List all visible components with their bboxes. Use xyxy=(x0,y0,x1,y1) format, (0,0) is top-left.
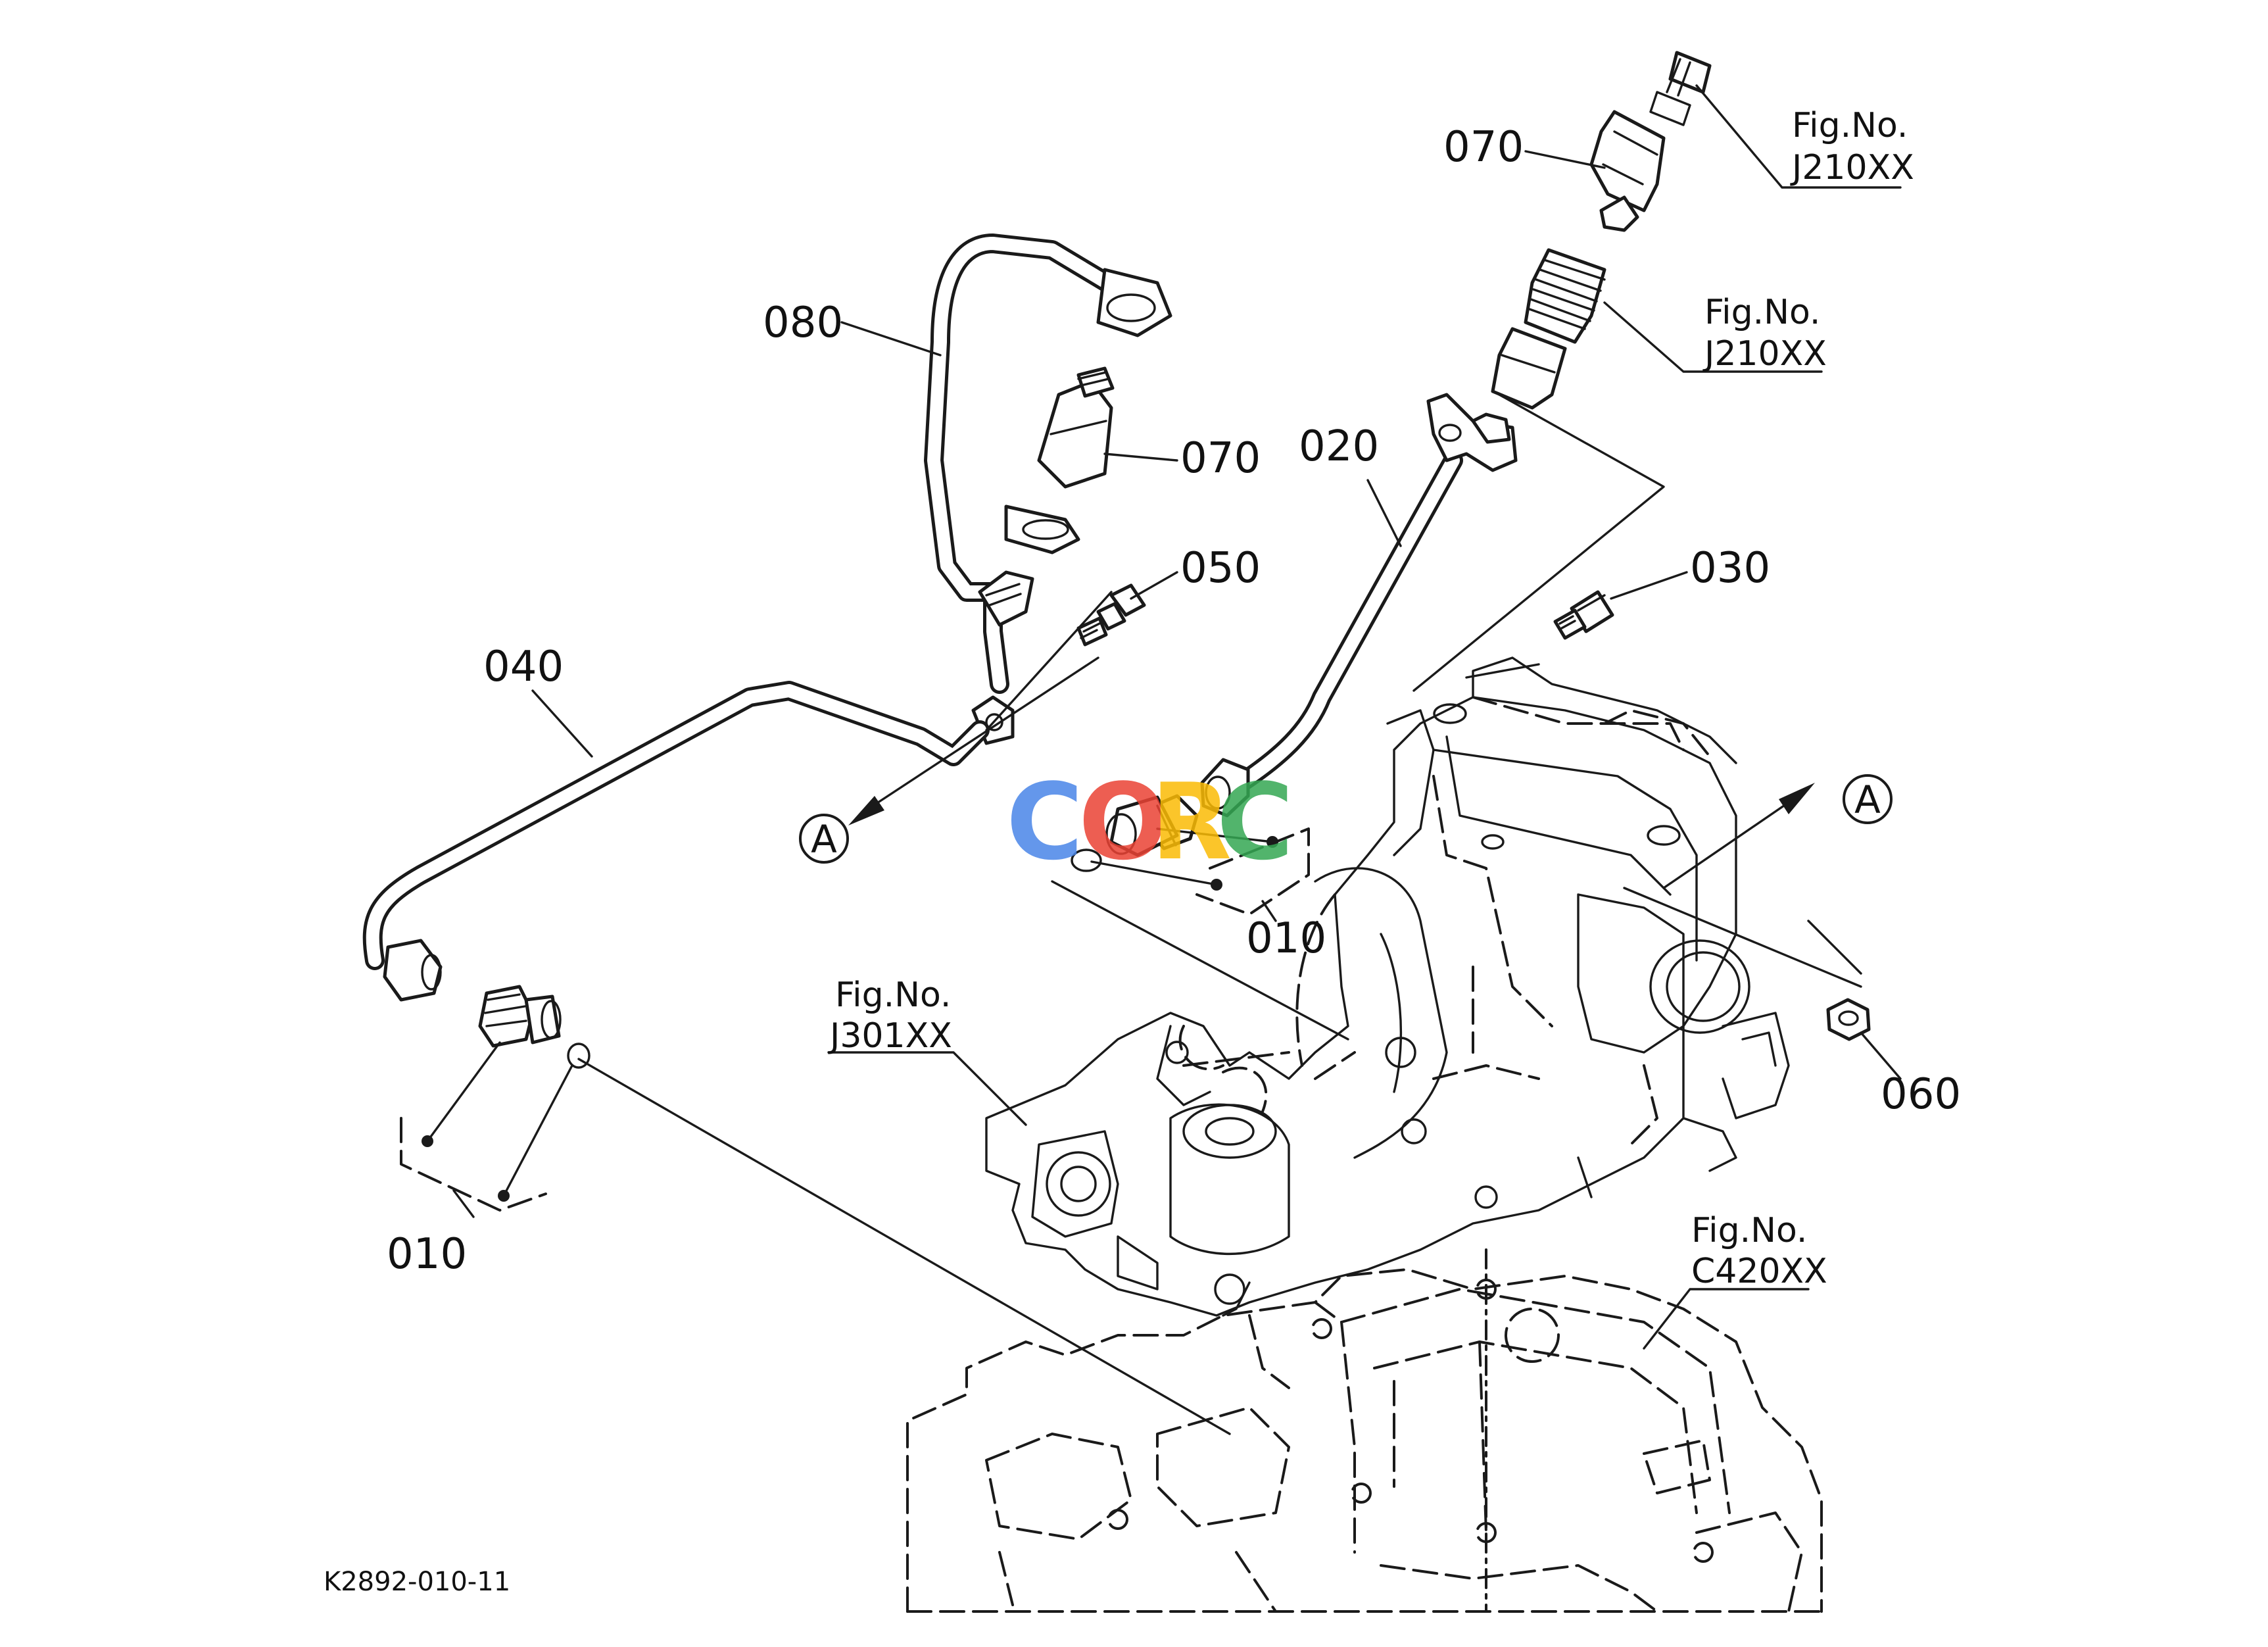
fig-ref-code: J301XX xyxy=(828,1016,952,1056)
watermark-letter-c1: C xyxy=(1006,760,1083,883)
label-010-left[interactable]: 010 xyxy=(387,1230,467,1279)
part-labels: 080 070 050 040 020 030 070 010 010 060 xyxy=(387,123,1961,1279)
label-070-left[interactable]: 070 xyxy=(1180,434,1261,483)
view-marker-a-right: A xyxy=(1843,774,1893,824)
fig-ref-code: J210XX xyxy=(1702,334,1827,374)
main-housing-hidden-lines xyxy=(1178,696,1711,1146)
fig-ref-j210xx-middle[interactable]: Fig.No. J210XX xyxy=(1702,293,1827,374)
drawing-code: K2892-010-11 xyxy=(324,1567,510,1597)
fig-ref-j210xx-top[interactable]: Fig.No. J210XX xyxy=(1790,106,1914,187)
label-070-right[interactable]: 070 xyxy=(1443,123,1524,172)
watermark-letter-c2: C xyxy=(1217,760,1293,883)
fig-ref-c420xx[interactable]: Fig.No. C420XX xyxy=(1691,1211,1827,1291)
part-080-pipe[interactable] xyxy=(924,234,1172,745)
fig-ref-title: Fig.No. xyxy=(835,975,951,1015)
figure-refs: Fig.No. J210XX Fig.No. J210XX Fig.No. J3… xyxy=(828,106,1914,1291)
part-060-nut[interactable] xyxy=(1826,998,1871,1041)
lower-housing-drawing xyxy=(906,1248,1823,1613)
part-030-bolt[interactable] xyxy=(1553,590,1614,640)
part-040-pipe[interactable] xyxy=(362,681,990,1002)
label-080[interactable]: 080 xyxy=(763,299,843,347)
watermark-letter-r: R xyxy=(1151,760,1232,883)
view-marker-right-text: A xyxy=(1854,777,1881,822)
fig-ref-title: Fig.No. xyxy=(1792,106,1908,145)
part-050-bolt[interactable] xyxy=(1076,583,1146,647)
view-marker-left-text: A xyxy=(811,817,837,862)
part-070-upper-right[interactable] xyxy=(1491,51,1712,410)
main-housing-drawing xyxy=(985,656,1790,1317)
label-050[interactable]: 050 xyxy=(1180,544,1261,593)
label-060[interactable]: 060 xyxy=(1881,1070,1961,1119)
view-marker-a-left: A xyxy=(799,814,849,864)
fig-ref-j301xx[interactable]: Fig.No. J301XX xyxy=(828,975,952,1056)
watermark-letter-o: O xyxy=(1078,760,1168,883)
fig-ref-title: Fig.No. xyxy=(1691,1211,1807,1250)
label-010-right[interactable]: 010 xyxy=(1246,914,1326,963)
part-070-left[interactable] xyxy=(1037,366,1115,489)
part-010-left-fitting[interactable] xyxy=(478,985,591,1069)
label-040[interactable]: 040 xyxy=(483,643,564,691)
corc-watermark: C O R C xyxy=(1006,760,1293,883)
label-030[interactable]: 030 xyxy=(1690,544,1770,593)
part-010-right-fitting[interactable] xyxy=(1071,794,1199,872)
fig-ref-title: Fig.No. xyxy=(1704,293,1820,332)
fig-ref-code: J210XX xyxy=(1790,148,1914,187)
part-020-pipe[interactable] xyxy=(1200,393,1518,818)
label-020[interactable]: 020 xyxy=(1299,422,1379,471)
leader-lines xyxy=(400,84,1902,1435)
fig-ref-code: C420XX xyxy=(1691,1252,1827,1291)
